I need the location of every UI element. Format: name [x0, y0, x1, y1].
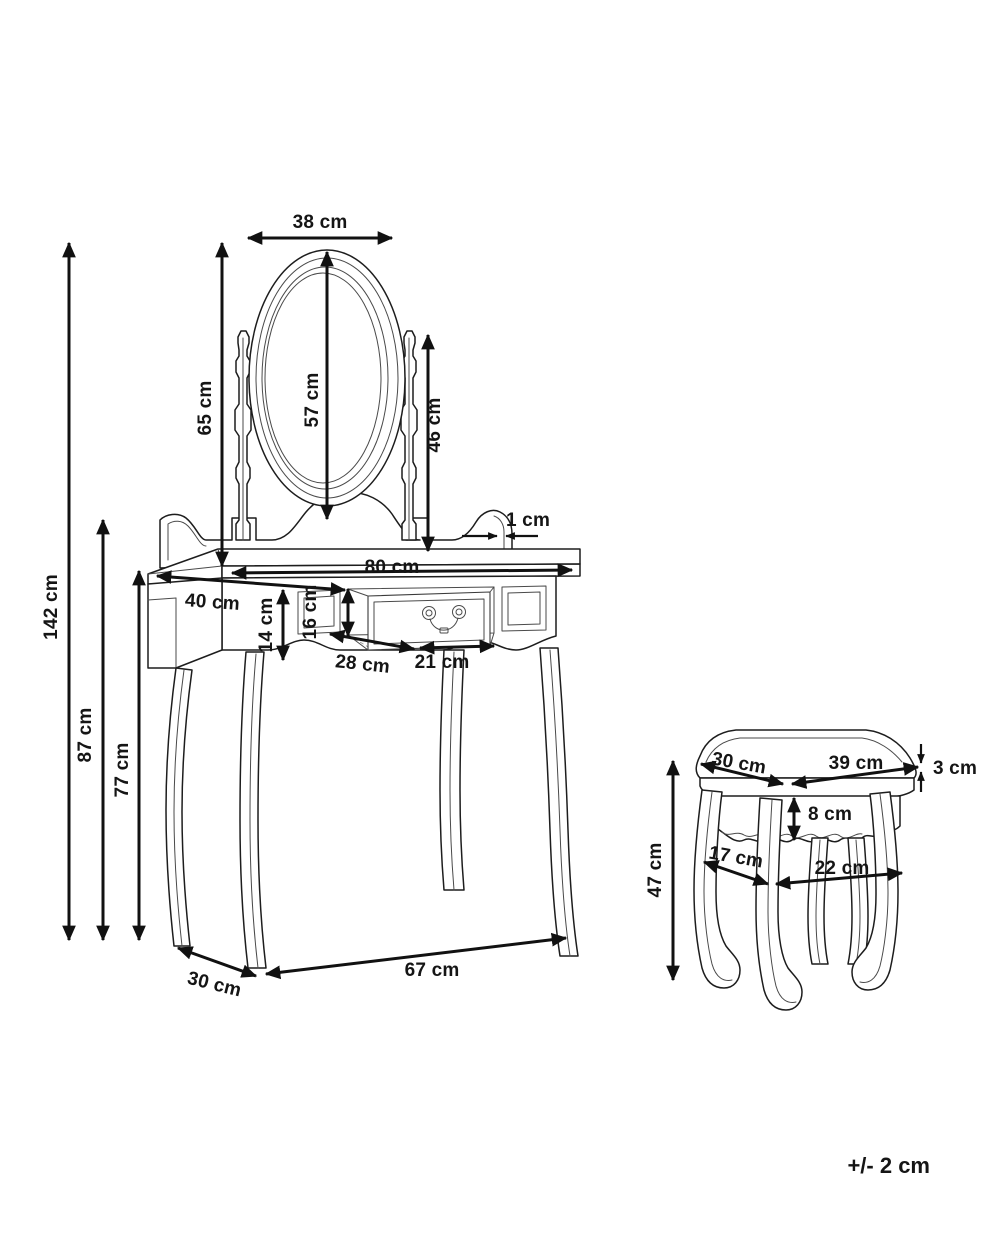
stool-leg-back-right: [847, 837, 869, 965]
dim-label-drawer-height: 16 cm: [300, 585, 321, 640]
table-leg-front-right: [539, 647, 579, 957]
dim-label-apron-height: 14 cm: [256, 598, 277, 653]
dim-label-stool-apron-height: 8 cm: [808, 804, 852, 825]
dim-label-stool-seat-thickness: 3 cm: [933, 758, 977, 779]
dim-label-drawer-front-width: 21 cm: [415, 652, 470, 673]
dim-line-tabletop-depth: [155, 570, 347, 596]
dim-label-mirror-post-right: 46 cm: [424, 398, 445, 453]
dim-label-backsplash-thickness: 1 cm: [506, 510, 550, 531]
dim-label-table-top-height: 87 cm: [75, 708, 96, 763]
dim-label-total-height: 142 cm: [41, 574, 62, 640]
table-leg-back-left: [239, 651, 267, 969]
stool-leg-front-left: [693, 789, 741, 989]
dim-label-stool-total-height: 47 cm: [645, 843, 666, 898]
dim-label-stool-seat-width: 39 cm: [829, 753, 884, 774]
dim-label-mirror-post-left: 65 cm: [195, 381, 216, 436]
dressing-table-dimensions: 38 cm 57 cm 65 cm 46 cm 1 cm 80 cm 40 cm…: [41, 212, 574, 1002]
dim-line-base-width: [264, 932, 568, 980]
dim-line-stool-seat-width: [790, 762, 920, 789]
dim-label-mirror-glass-height: 57 cm: [302, 373, 323, 428]
dim-label-tabletop-depth: 40 cm: [184, 590, 240, 615]
dim-label-apron-clear-height: 77 cm: [112, 743, 133, 798]
dim-label-base-depth: 30 cm: [185, 968, 243, 1002]
dim-line-drawer-front-width: [418, 639, 496, 655]
drawer-handle-icon: [422, 605, 466, 634]
stool-leg-front-center: [755, 797, 803, 1011]
mirror-post-left: [234, 330, 252, 541]
stool-leg-front-right: [851, 791, 899, 991]
dim-label-drawer-depth: 28 cm: [334, 651, 391, 678]
dim-line-stool-leg-span-depth: [702, 860, 770, 886]
dim-line-stool-seat-depth: [699, 760, 785, 788]
dim-line-drawer-depth: [328, 629, 416, 654]
dim-line-stool-leg-span-width: [774, 867, 904, 890]
dim-line-base-depth: [176, 946, 258, 978]
dim-label-base-width: 67 cm: [405, 960, 460, 981]
table-leg-middle: [439, 649, 465, 891]
dim-label-mirror-width: 38 cm: [293, 212, 348, 233]
dim-label-tabletop-width: 80 cm: [365, 557, 420, 578]
dim-label-stool-leg-span-width: 22 cm: [815, 858, 870, 879]
tolerance-note: +/- 2 cm: [847, 1153, 930, 1178]
stool-leg-back-left: [807, 837, 829, 965]
table-leg-front-left: [165, 667, 193, 947]
